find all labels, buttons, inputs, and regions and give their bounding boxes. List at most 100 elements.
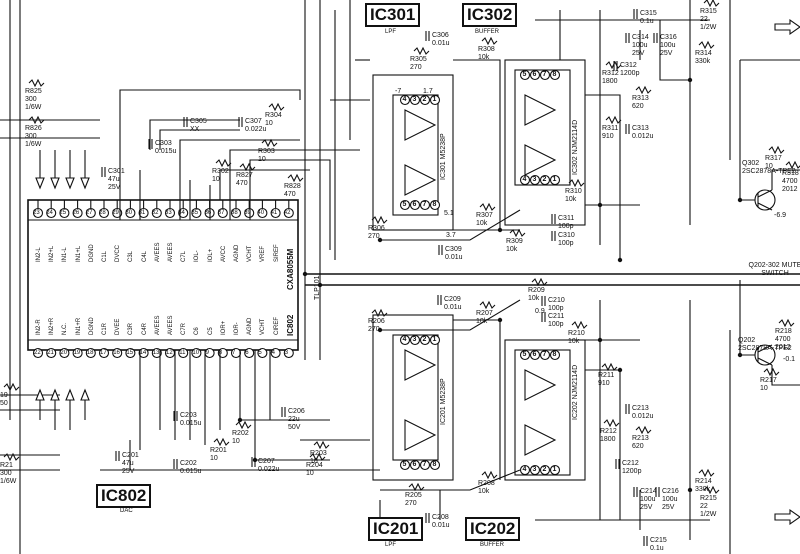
junction-dot — [737, 197, 743, 203]
dac-bottom-pin-circle — [283, 347, 294, 359]
ic202-top-pin-circle — [549, 349, 561, 361]
ic301-top-pin-number: 3 — [412, 96, 417, 103]
dac-top-pin-number: 37 — [217, 210, 225, 216]
ic202-part-label: IC202 NJM2114D — [572, 364, 579, 420]
dac-bottom-pin-circle — [32, 347, 44, 359]
ic201-bottom-pin-number: 5 — [402, 461, 407, 468]
ic302-top-pin-number: 7 — [542, 71, 547, 78]
resistor-symbol — [778, 318, 795, 328]
ic201-bottom-pin-circle — [399, 459, 411, 471]
resistor-symbol — [571, 320, 588, 330]
resistor-symbol — [703, 0, 720, 8]
dac-bottom-pin-circle — [98, 347, 110, 359]
dac-bottom-pin-name: C5 — [207, 327, 214, 335]
ic201-bottom-pin-circle — [409, 459, 421, 471]
ic201-frame — [372, 314, 454, 481]
ic802-subtitle: DAC — [120, 508, 133, 514]
dac-bottom-pin-name: IN1+R — [75, 317, 82, 335]
ic301-bottom-pin-circle — [429, 199, 441, 211]
ic301-part-label: IC301 M5238P — [440, 133, 447, 180]
resistor-symbol — [371, 308, 388, 318]
dac-bottom-pin-number: 22 — [34, 350, 41, 356]
output-arrow-top — [774, 18, 800, 36]
dac-top-pin-number: 25 — [59, 210, 67, 216]
ic201-top-pin-number: 3 — [412, 336, 417, 343]
dac-top-pin-number: 23 — [33, 210, 40, 216]
ic301-title: IC301 — [365, 3, 421, 27]
junction-dot — [237, 417, 243, 423]
dac-top-pin-number: 41 — [270, 210, 278, 216]
bias-voltage-mark: -7 — [395, 88, 402, 95]
ic202-top-pin-circle — [539, 349, 551, 361]
ic202-top-pin-circle — [519, 349, 531, 361]
resistor-symbol — [479, 202, 496, 212]
dac-top-pin-number: 30 — [125, 210, 133, 216]
input-arrows-bottom — [35, 388, 90, 430]
resistor-symbol — [479, 300, 496, 310]
junction-dot — [377, 237, 383, 243]
ic301-top-pin-number: 2 — [422, 96, 427, 103]
ic202-bottom-pin-number: 2 — [542, 466, 547, 473]
resistor-symbol — [568, 178, 585, 188]
dac-top-pin-name: IN1-L — [62, 247, 69, 262]
dac-top-pin-circle — [138, 207, 149, 219]
dac-bottom-pin-name: DVEE — [115, 318, 122, 335]
dac-top-pin-number: 39 — [244, 210, 251, 216]
ic302-top-pin-number: 8 — [552, 71, 557, 78]
ic202-title: IC202 — [465, 517, 521, 541]
dac-bottom-pin-number: 20 — [60, 350, 68, 356]
dac-top-pin-name: IN2+L — [49, 245, 56, 262]
junction-dot — [687, 487, 693, 493]
ic202-subtitle: BUFFER — [480, 542, 504, 548]
ic302-frame — [504, 59, 586, 226]
dac-bottom-pin-circle — [178, 347, 189, 359]
ic802-part-label: IC802 — [286, 314, 295, 336]
dac-top-pin-circle — [164, 207, 176, 219]
ic302-bottom-pin-circle — [529, 174, 541, 186]
ic802-chip-name: CXA8055M — [286, 248, 295, 290]
ic301-bottom-pin-circle — [399, 199, 411, 211]
dac-top-pin-circle — [244, 207, 255, 219]
dac-top-pin-number: 27 — [85, 210, 93, 216]
resistor-symbol — [763, 367, 780, 377]
dac-top-pin-circle — [151, 207, 162, 219]
resistor-symbol — [531, 277, 548, 287]
ic302-bottom-pin-number: 3 — [532, 176, 537, 183]
dac-top-pin-circle — [270, 207, 281, 219]
dac-bottom-pin-number: 3 — [284, 350, 289, 356]
dac-bottom-pin-number: 16 — [113, 350, 120, 356]
junction-dot — [597, 337, 603, 343]
resistor-symbol — [408, 482, 425, 492]
dac-top-pin-number: 42 — [283, 210, 291, 216]
resistor-symbol — [413, 46, 430, 56]
bias-voltage-mark: -0.1 — [783, 356, 796, 363]
dac-top-pin-name: VCHT — [247, 245, 254, 262]
dac-top-pin-name: C7L — [181, 250, 188, 262]
dac-top-pin-circle — [32, 207, 44, 219]
ic302-top-pin-number: 6 — [532, 71, 537, 78]
resistor-symbol — [481, 470, 498, 480]
dac-bottom-pin-number: 10 — [192, 350, 200, 356]
dac-top-pin-number: 32 — [151, 210, 159, 216]
dac-bottom-pin-number: 5 — [258, 350, 262, 356]
dac-bottom-pin-number: 9 — [205, 350, 209, 356]
